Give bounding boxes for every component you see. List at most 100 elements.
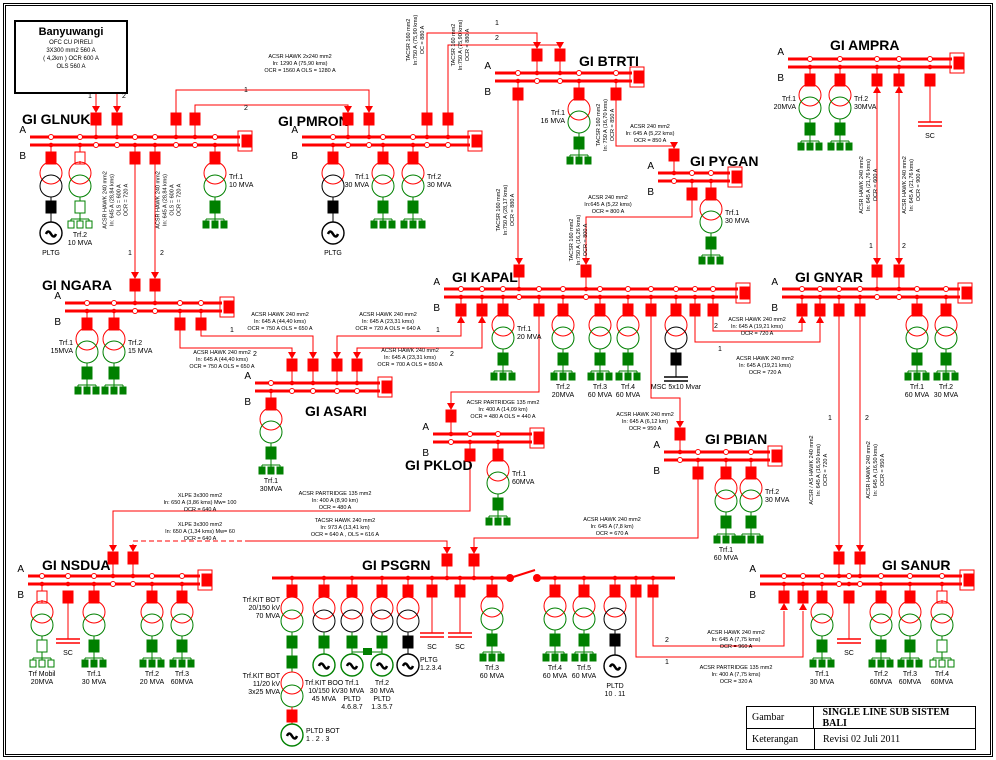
- circuit-breaker[interactable]: [953, 56, 965, 70]
- circuit-breaker[interactable]: [622, 352, 634, 366]
- circuit-breaker[interactable]: [286, 655, 298, 669]
- circuit-breaker[interactable]: [342, 112, 354, 126]
- circuit-breaker[interactable]: [376, 635, 388, 649]
- circuit-breaker[interactable]: [731, 170, 743, 184]
- circuit-breaker[interactable]: [645, 303, 657, 317]
- circuit-breaker[interactable]: [377, 200, 389, 214]
- circuit-breaker[interactable]: [149, 151, 161, 165]
- circuit-breaker[interactable]: [363, 112, 375, 126]
- circuit-breaker[interactable]: [445, 409, 457, 423]
- circuit-breaker[interactable]: [189, 112, 201, 126]
- circuit-breaker[interactable]: [88, 639, 100, 653]
- circuit-breaker[interactable]: [875, 639, 887, 653]
- circuit-breaker[interactable]: [609, 633, 621, 647]
- circuit-breaker[interactable]: [924, 73, 936, 87]
- circuit-breaker[interactable]: [90, 112, 102, 126]
- circuit-breaker[interactable]: [513, 264, 525, 278]
- circuit-breaker[interactable]: [174, 317, 186, 331]
- circuit-breaker[interactable]: [816, 639, 828, 653]
- circuit-breaker[interactable]: [797, 590, 809, 604]
- circuit-breaker[interactable]: [705, 236, 717, 250]
- circuit-breaker[interactable]: [804, 122, 816, 136]
- circuit-breaker[interactable]: [176, 639, 188, 653]
- circuit-breaker[interactable]: [108, 366, 120, 380]
- circuit-breaker[interactable]: [346, 584, 358, 598]
- circuit-breaker[interactable]: [578, 633, 590, 647]
- circuit-breaker[interactable]: [129, 278, 141, 292]
- circuit-breaker[interactable]: [893, 73, 905, 87]
- circuit-breaker[interactable]: [940, 352, 952, 366]
- circuit-breaker[interactable]: [633, 70, 645, 84]
- circuit-breaker[interactable]: [402, 635, 414, 649]
- circuit-breaker[interactable]: [265, 446, 277, 460]
- circuit-breaker[interactable]: [376, 584, 388, 598]
- circuit-breaker[interactable]: [149, 278, 161, 292]
- circuit-breaker[interactable]: [36, 639, 48, 653]
- circuit-breaker[interactable]: [497, 352, 509, 366]
- circuit-breaker[interactable]: [871, 264, 883, 278]
- circuit-breaker[interactable]: [241, 134, 253, 148]
- circuit-breaker[interactable]: [904, 639, 916, 653]
- circuit-breaker[interactable]: [961, 286, 973, 300]
- circuit-breaker[interactable]: [407, 200, 419, 214]
- circuit-breaker[interactable]: [402, 584, 414, 598]
- circuit-breaker[interactable]: [426, 584, 438, 598]
- circuit-breaker[interactable]: [492, 497, 504, 511]
- circuit-breaker[interactable]: [146, 639, 158, 653]
- circuit-breaker[interactable]: [549, 633, 561, 647]
- circuit-breaker[interactable]: [580, 264, 592, 278]
- circuit-breaker[interactable]: [45, 200, 57, 214]
- circuit-breaker[interactable]: [512, 87, 524, 101]
- circuit-breaker[interactable]: [74, 200, 86, 214]
- circuit-breaker[interactable]: [833, 303, 845, 317]
- circuit-breaker[interactable]: [318, 635, 330, 649]
- circuit-breaker[interactable]: [594, 352, 606, 366]
- circuit-breaker[interactable]: [533, 303, 545, 317]
- circuit-breaker[interactable]: [911, 352, 923, 366]
- circuit-breaker[interactable]: [692, 466, 704, 480]
- circuit-breaker[interactable]: [421, 112, 433, 126]
- circuit-breaker[interactable]: [854, 551, 866, 565]
- circuit-breaker[interactable]: [557, 352, 569, 366]
- circuit-breaker[interactable]: [286, 584, 298, 598]
- circuit-breaker[interactable]: [854, 303, 866, 317]
- circuit-breaker[interactable]: [689, 303, 701, 317]
- circuit-breaker[interactable]: [129, 151, 141, 165]
- circuit-breaker[interactable]: [81, 366, 93, 380]
- circuit-breaker[interactable]: [223, 300, 235, 314]
- circuit-breaker[interactable]: [814, 303, 826, 317]
- circuit-breaker[interactable]: [963, 573, 975, 587]
- circuit-breaker[interactable]: [573, 136, 585, 150]
- circuit-breaker[interactable]: [381, 380, 393, 394]
- circuit-breaker[interactable]: [745, 515, 757, 529]
- circuit-breaker[interactable]: [286, 709, 298, 723]
- circuit-breaker[interactable]: [771, 449, 783, 463]
- circuit-breaker[interactable]: [455, 303, 467, 317]
- circuit-breaker[interactable]: [331, 358, 343, 372]
- circuit-breaker[interactable]: [674, 427, 686, 441]
- circuit-breaker[interactable]: [486, 633, 498, 647]
- circuit-breaker[interactable]: [843, 590, 855, 604]
- circuit-breaker[interactable]: [209, 200, 221, 214]
- circuit-breaker[interactable]: [630, 584, 642, 598]
- circuit-breaker[interactable]: [670, 352, 682, 366]
- circuit-breaker[interactable]: [442, 112, 454, 126]
- circuit-breaker[interactable]: [778, 590, 790, 604]
- circuit-breaker[interactable]: [610, 87, 622, 101]
- circuit-breaker[interactable]: [720, 515, 732, 529]
- circuit-breaker[interactable]: [195, 317, 207, 331]
- circuit-breaker[interactable]: [107, 551, 119, 565]
- circuit-breaker[interactable]: [286, 635, 298, 649]
- circuit-breaker[interactable]: [707, 303, 719, 317]
- circuit-breaker[interactable]: [834, 122, 846, 136]
- circuit-breaker[interactable]: [170, 112, 182, 126]
- circuit-breaker[interactable]: [127, 551, 139, 565]
- circuit-breaker[interactable]: [871, 73, 883, 87]
- circuit-breaker[interactable]: [668, 148, 680, 162]
- circuit-breaker[interactable]: [351, 358, 363, 372]
- circuit-breaker[interactable]: [111, 112, 123, 126]
- circuit-breaker[interactable]: [796, 303, 808, 317]
- circuit-breaker[interactable]: [454, 584, 466, 598]
- circuit-breaker[interactable]: [441, 553, 453, 567]
- tie-breaker[interactable]: [363, 648, 372, 655]
